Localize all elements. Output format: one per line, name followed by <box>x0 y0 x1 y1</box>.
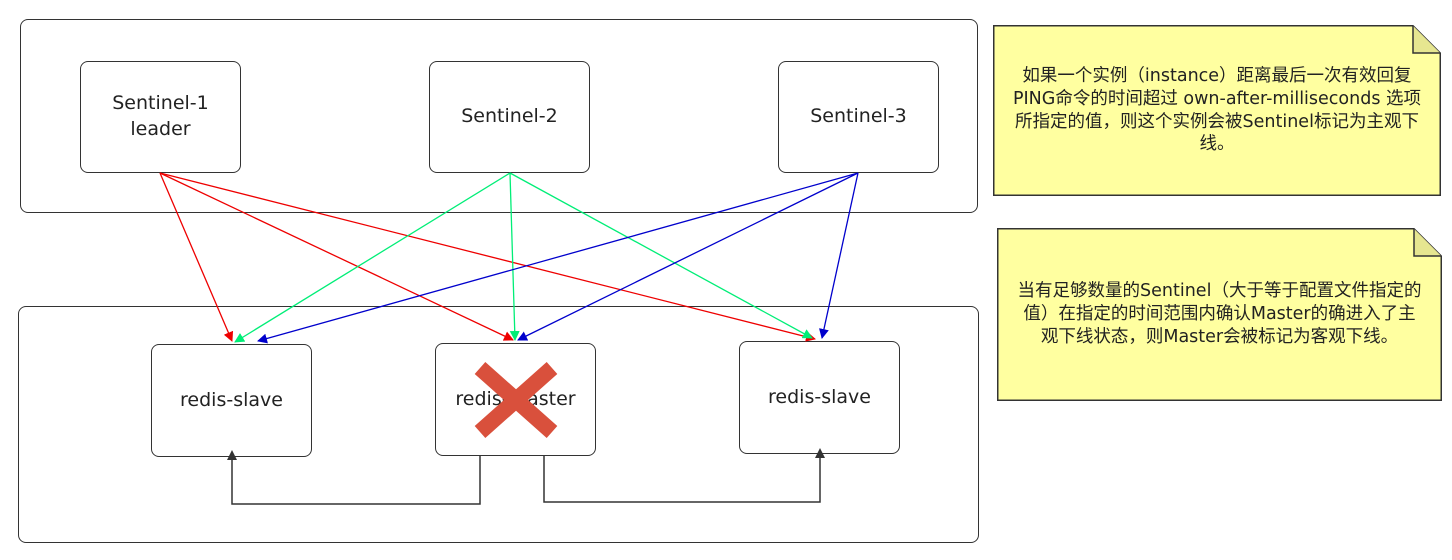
link-s3-master <box>517 172 859 341</box>
objective-down-text: 当有足够数量的Sentinel（大于等于配置文件指定的值）在指定的时间范围内确认… <box>1017 281 1422 347</box>
redis-slave-right-node[interactable]: redis-slave <box>739 341 900 454</box>
link-s1-master <box>159 172 514 341</box>
subjective-down-text: 如果一个实例（instance）距离最后一次有效回复PING命令的时间超过 ow… <box>1012 66 1422 155</box>
sentinel-2-node[interactable]: Sentinel-2 <box>429 61 590 173</box>
link-s3-slave-right <box>819 172 859 339</box>
subjective-down-note: 如果一个实例（instance）距离最后一次有效回复PING命令的时间超过 ow… <box>993 25 1441 196</box>
cross-icon <box>474 362 558 438</box>
note-shape <box>997 228 1442 401</box>
note-shape <box>993 25 1441 196</box>
replication-master-to-slave-left <box>227 450 481 505</box>
replication-master-to-slave-right <box>543 448 825 503</box>
link-s2-master <box>509 172 520 341</box>
objective-down-note: 当有足够数量的Sentinel（大于等于配置文件指定的值）在指定的时间范围内确认… <box>997 228 1442 401</box>
redis-slave-left-node[interactable]: redis-slave <box>151 344 312 457</box>
link-s1-slave-left <box>159 172 234 342</box>
link-s3-slave-left <box>257 172 859 344</box>
link-s2-slave-left <box>234 172 511 343</box>
link-s2-slave-right <box>509 172 813 339</box>
link-s1-slave-right <box>159 172 816 342</box>
sentinel-3-node[interactable]: Sentinel-3 <box>778 61 939 173</box>
